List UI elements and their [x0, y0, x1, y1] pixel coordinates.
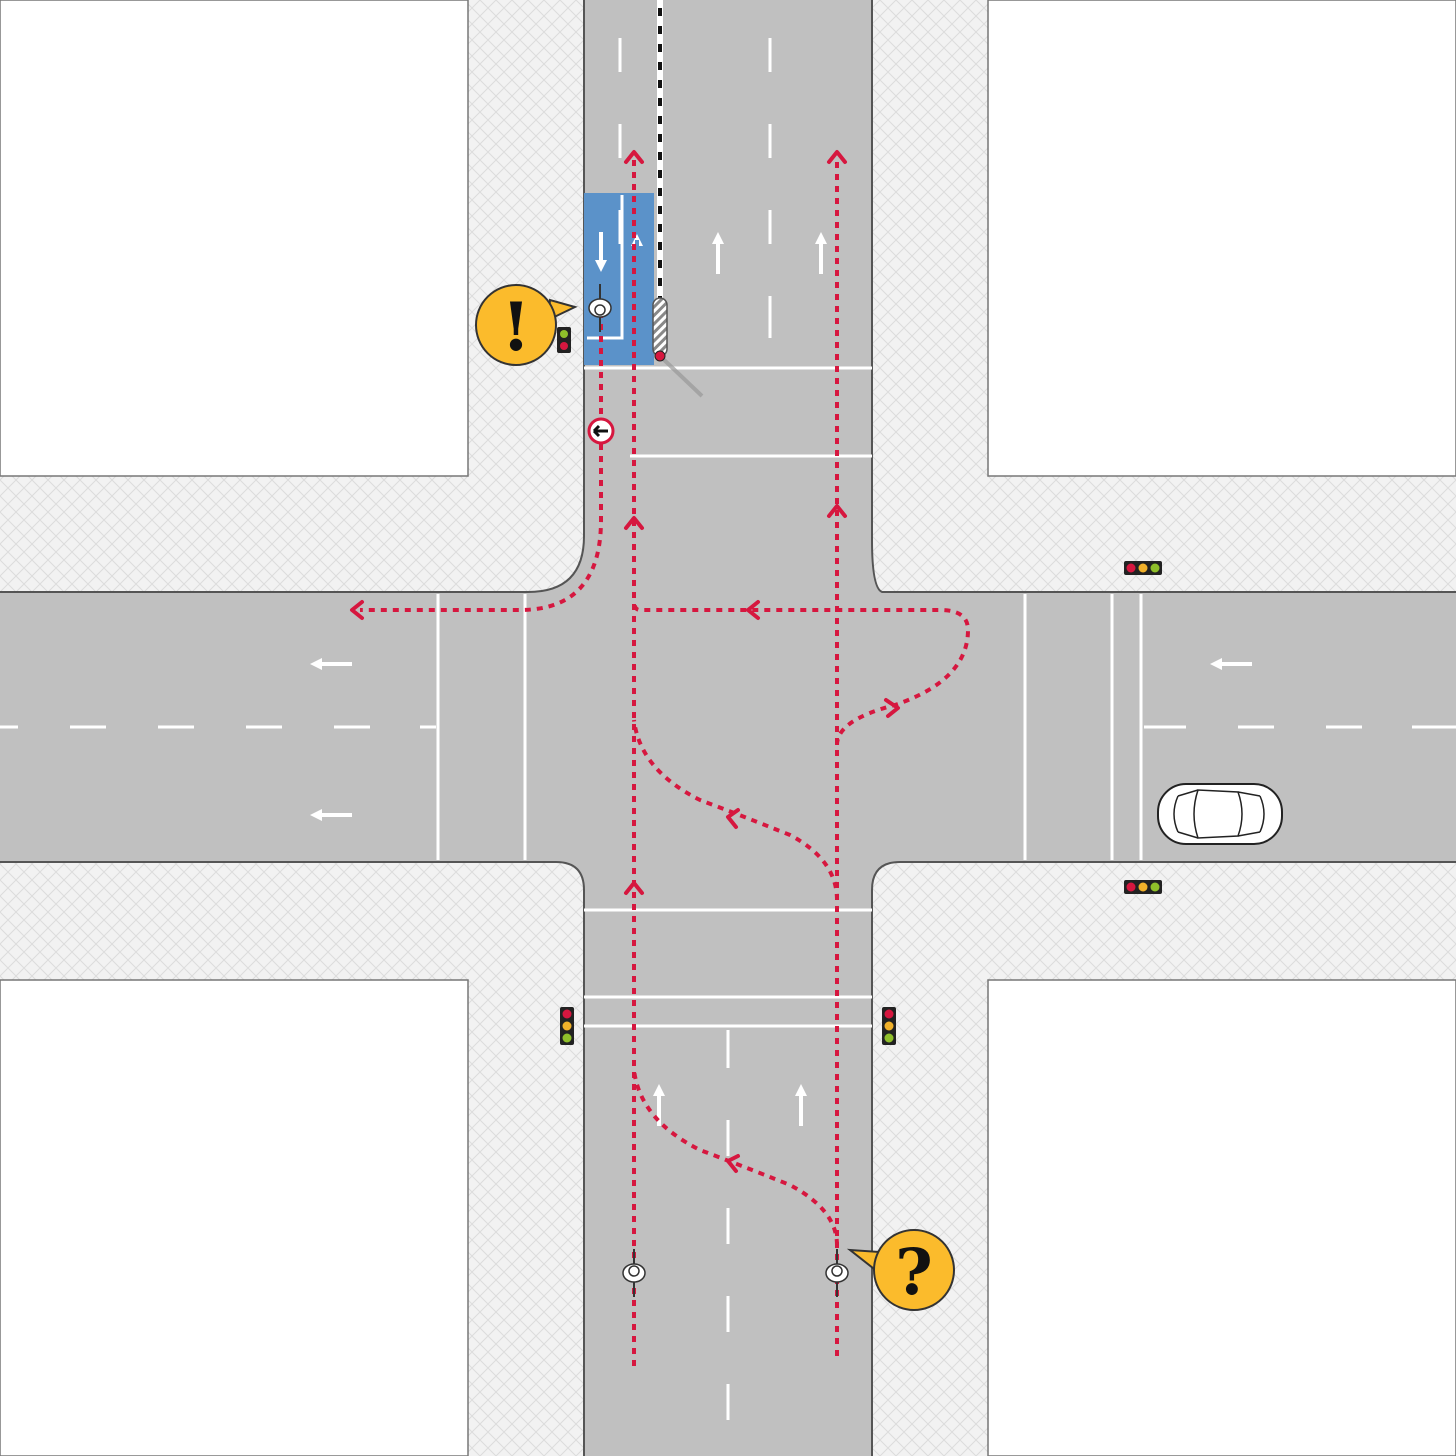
block-top-right — [987, 0, 1456, 477]
route-arrowheads — [350, 150, 900, 1173]
block-bottom-left — [0, 979, 469, 1456]
cyclist-icon — [622, 1249, 646, 1297]
traffic-light-icon — [1124, 880, 1162, 894]
warning-symbol: ! — [502, 288, 531, 366]
cyclist-icon — [825, 1249, 849, 1297]
block-bottom-right — [987, 979, 1456, 1456]
traffic-light-icon — [560, 1007, 574, 1045]
traffic-light-icon — [882, 1007, 896, 1045]
bike-box-outline — [587, 195, 624, 340]
west-lane-markings — [0, 594, 527, 860]
no-left-turn-sign-icon — [587, 417, 615, 445]
east-lane-markings — [1023, 594, 1456, 860]
lane-arrows-east — [1210, 658, 1252, 670]
lane-arrows-west — [310, 658, 352, 821]
cyclist-routes — [360, 160, 971, 1366]
car-icon — [1157, 783, 1283, 845]
north-lane-markings — [584, 38, 872, 458]
lane-arrows-south — [653, 1084, 807, 1126]
lane-arrows-north — [595, 232, 827, 274]
question-callout: ? — [846, 1229, 955, 1311]
question-symbol: ? — [895, 1235, 933, 1310]
barrier-gate-icon — [652, 297, 704, 398]
warning-callout: ! — [475, 284, 578, 366]
traffic-light-icon — [557, 327, 571, 353]
cyclist-icon — [588, 284, 612, 332]
block-top-left — [0, 0, 469, 477]
traffic-light-icon — [1124, 561, 1162, 575]
